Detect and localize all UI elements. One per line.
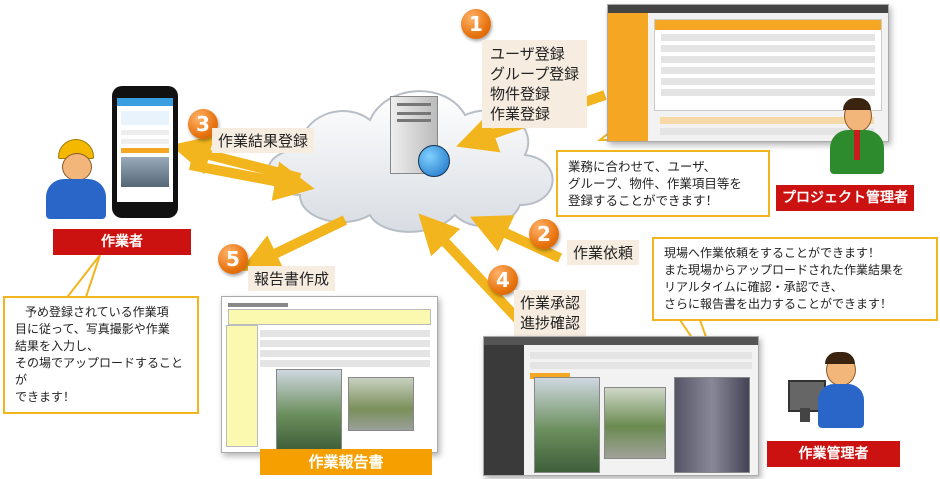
arrow-approve [418,213,532,334]
step-1-label: ユーザ登録 グループ登録 物件登録 作業登録 [482,40,588,128]
approval-screenshot [483,336,759,476]
callout-line: 登録することができます！ [568,193,719,208]
arrow-result-upload [189,160,315,201]
worker-avatar [40,135,112,219]
callout-line: できます！ [15,390,76,404]
callout-line: また現場からアップロードされた作業結果を [664,263,905,277]
work-manager-callout: 現場へ作業依頼をすることができます！ また現場からアップロードされた作業結果を … [652,237,938,321]
step-1-line: 物件登録 [490,85,551,103]
worker-callout: 予め登録されている作業項 目に従って、写真撮影や作業 結果を入力し、 その場でア… [3,296,199,414]
step-1-line: 作業登録 [490,105,551,123]
project-manager-avatar [828,98,888,176]
arrow-report [239,215,348,272]
step-5-label: 報告書作成 [248,266,336,291]
admin-screenshot [607,4,889,142]
work-manager-avatar [788,350,868,430]
step-4-line: 進捗確認 [520,314,581,332]
callout-line: 結果を入力し、 [15,339,100,353]
callout-line: リアルタイムに確認・承認でき、 [664,280,843,294]
smartphone-icon [112,86,178,218]
callout-line: 予め登録されている作業項 [25,305,169,319]
project-manager-label: プロジェクト管理者 [776,185,914,211]
callout-line: グループ、物件、作業項目等を [568,176,742,191]
callout-line: 現場へ作業依頼をすることができます！ [664,246,881,260]
globe-icon [418,145,450,177]
work-manager-label: 作業管理者 [767,441,900,467]
report-document [221,296,438,453]
callout-line: 業務に合わせて、ユーザ、 [568,159,717,174]
callout-line: 目に従って、写真撮影や作業 [15,322,170,336]
step-2-badge: 2 [529,219,559,249]
step-1-badge: 1 [461,9,491,39]
report-label: 作業報告書 [260,449,432,475]
step-1-line: ユーザ登録 [490,45,565,63]
step-2-label: 作業依頼 [567,240,640,265]
step-3-label: 作業結果登録 [212,128,315,153]
arrow-request [469,215,563,263]
step-5-badge: 5 [218,244,248,274]
callout-line: さらに報告書を出力することができます！ [664,297,893,311]
step-4-line: 作業承認 [520,294,581,312]
project-manager-callout: 業務に合わせて、ユーザ、 グループ、物件、作業項目等を 登録することができます！ [556,150,770,217]
worker-label: 作業者 [53,229,191,255]
step-1-line: グループ登録 [490,65,580,83]
callout-line: その場でアップロードすることが [15,356,184,387]
step-4-label: 作業承認 進捗確認 [514,290,587,336]
step-4-badge: 4 [488,265,518,295]
